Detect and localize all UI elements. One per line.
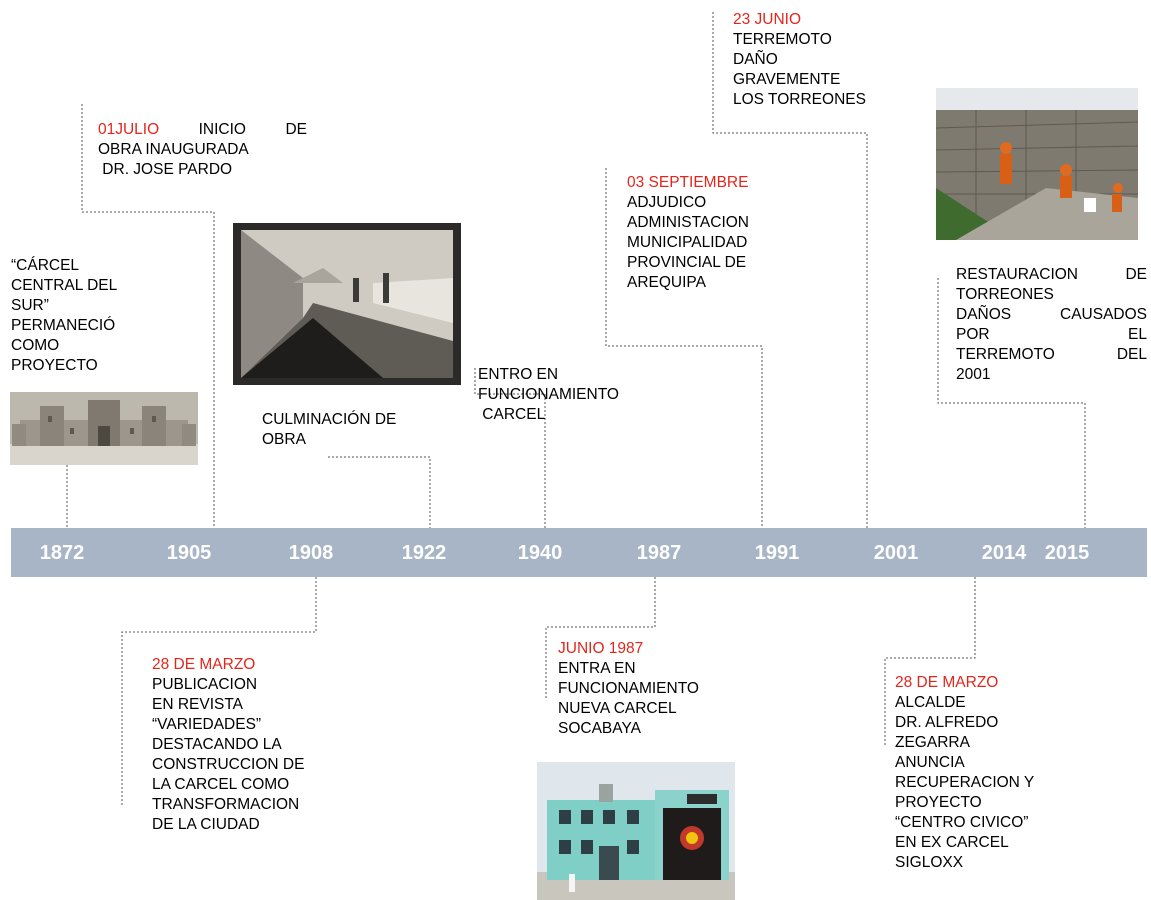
year-1872: 1872 [39, 542, 85, 564]
year-1922: 1922 [401, 542, 447, 564]
year-2014: 2014 [981, 542, 1027, 564]
year-2015: 2015 [1044, 542, 1090, 564]
event-2014-text: 28 DE MARZO ALCALDE DR. ALFREDO ZEGARRA … [895, 674, 1035, 871]
event-2001-date: 23 JUNIO [733, 11, 802, 28]
old-street-photo [233, 223, 461, 385]
e2015-terremoto: TERREMOTO [956, 346, 1055, 363]
event-1908-date: 28 DE MARZO [152, 656, 256, 673]
e2015-el: EL [1128, 326, 1147, 343]
event-1991-text: 03 SEPTIEMBRE ADJUDICO ADMINISTACION MUN… [627, 174, 749, 291]
event-1987-text: JUNIO 1987 ENTRA EN FUNCIONAMIENTO NUEVA… [558, 640, 699, 737]
event-1922-text: CULMINACIÓN DE OBRA [262, 411, 397, 448]
restoration-photo [936, 88, 1138, 240]
year-2001: 2001 [873, 542, 919, 564]
connector-1922 [328, 456, 431, 528]
year-1940: 1940 [517, 542, 563, 564]
event-1940-text: ENTRO EN FUNCIONAMIENTO CARCEL [478, 366, 619, 423]
year-1905: 1905 [166, 542, 212, 564]
year-1908: 1908 [288, 542, 334, 564]
event-1905-text: 01JULIO INICIO DE OBRA INAUGURADA DR. JO… [98, 121, 307, 178]
new-prison-photo [537, 762, 735, 900]
event-1905-date: 01JULIO [98, 121, 160, 138]
event-1987-date: JUNIO 1987 [558, 640, 644, 657]
event-2014-date: 28 DE MARZO [895, 674, 999, 691]
year-1987: 1987 [636, 542, 682, 564]
event-1908-text: 28 DE MARZO PUBLICACION EN REVISTA “VARI… [152, 656, 305, 833]
e2015-por: POR [956, 326, 990, 343]
event-2015-text: RESTAURACION DE TORREONES DAÑOS CAUSADOS… [956, 266, 1147, 383]
castle-model-photo [10, 392, 198, 465]
event-2001-text: 23 JUNIO TERREMOTO DAÑO GRAVEMENTE LOS T… [733, 11, 866, 108]
event-1872-text: “CÁRCEL CENTRAL DEL SUR” PERMANECIÓ COMO… [11, 257, 118, 374]
event-1991-date: 03 SEPTIEMBRE [627, 174, 749, 191]
year-1991: 1991 [754, 542, 800, 564]
e2015-del: DEL [1116, 346, 1147, 363]
timeline-bar [11, 528, 1147, 577]
